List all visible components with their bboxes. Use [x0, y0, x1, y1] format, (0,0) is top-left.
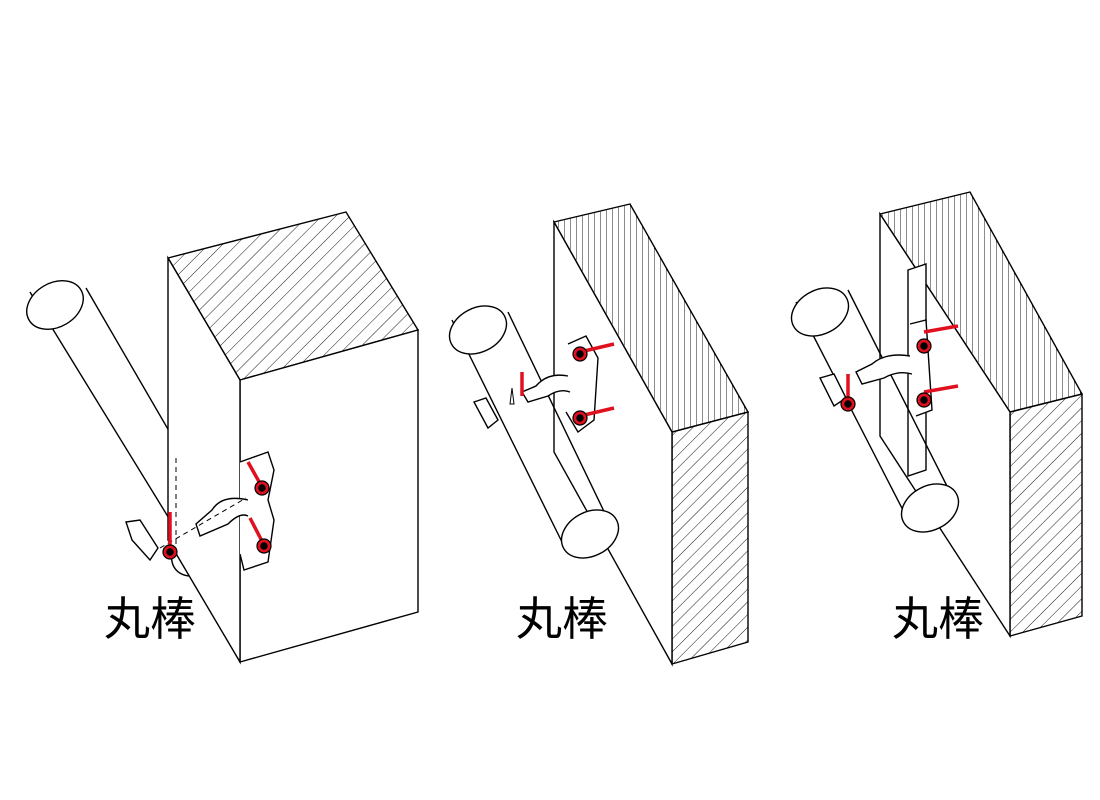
figure-3	[790, 191, 1084, 639]
wall-panel-2	[552, 203, 750, 667]
wall-panel-3	[878, 191, 1084, 639]
figure-2	[448, 203, 750, 667]
round-bar-label-1: 丸棒	[104, 592, 196, 646]
bracket-2	[472, 335, 599, 434]
round-bar-label-2: 丸棒	[516, 592, 608, 646]
screws-2	[509, 342, 615, 426]
round-bar-label-3: 丸棒	[892, 592, 984, 646]
round-bar-3	[790, 287, 960, 533]
bracket-3	[818, 319, 933, 417]
figure-1	[26, 211, 420, 665]
round-bar-2	[448, 305, 620, 559]
screws-3	[840, 324, 959, 412]
wall-block-1	[166, 211, 420, 665]
screws-1	[162, 461, 272, 560]
